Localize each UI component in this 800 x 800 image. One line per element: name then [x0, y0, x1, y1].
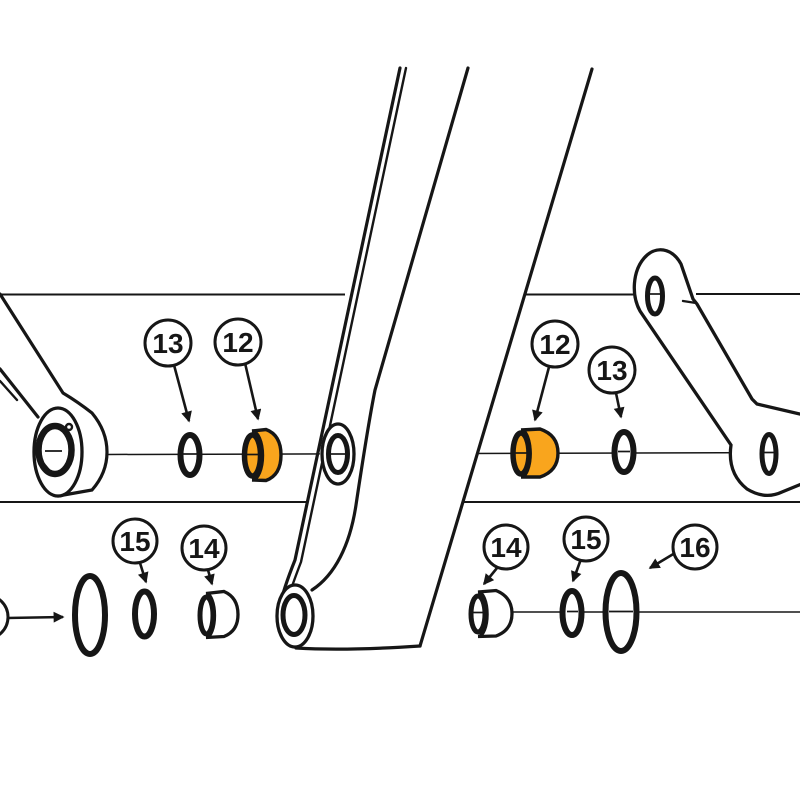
callout-circle[interactable]: [587, 345, 637, 395]
leader-12-upper-left: [243, 362, 262, 421]
callout-circle[interactable]: [530, 319, 580, 369]
callout-label: 12: [539, 329, 570, 360]
o-ring-15-left: [132, 588, 157, 640]
left-boss-bore-tick: [43, 463, 50, 471]
callout-label: 13: [596, 355, 627, 386]
callout-15-lower-right[interactable]: 15: [562, 515, 610, 583]
callout-circle[interactable]: [143, 318, 193, 368]
leader-13-upper-left: [172, 364, 192, 423]
callout-12-upper-left[interactable]: 12: [213, 317, 263, 421]
callout-15-lower-left[interactable]: 15: [111, 517, 159, 584]
callout-label: 14: [188, 533, 220, 564]
bushing-12-left-highlighted[interactable]: [241, 427, 283, 483]
boom-arm: [275, 66, 594, 651]
callout-circle[interactable]: [482, 523, 530, 571]
left-arm-top-edge: [0, 292, 109, 498]
left-link-arm: [0, 292, 109, 498]
leader-13-upper-right: [613, 392, 625, 419]
callout-circle[interactable]: [111, 517, 159, 565]
callout-label: 15: [119, 526, 150, 557]
callout-cropped-left-edge[interactable]: [0, 595, 65, 639]
left-arm-bottom-edge: [0, 367, 40, 419]
boom-fill: [280, 68, 592, 648]
leader-15-lower-right: [571, 558, 583, 583]
boom-bottom-edge: [294, 644, 422, 651]
right-link-upper-bore: [645, 275, 665, 317]
callout-circle[interactable]: [671, 523, 719, 571]
left-boss-bore-rim: [35, 422, 75, 478]
callout-circle[interactable]: [180, 524, 228, 572]
callout-circle[interactable]: [0, 595, 10, 639]
bushing-14-right-face: [468, 593, 488, 635]
bushing-14-left-face: [197, 594, 216, 637]
right-link-chamfer-edge: [681, 299, 698, 305]
callout-14-lower-left[interactable]: 14: [180, 524, 228, 586]
o-ring-15-right: [559, 588, 585, 638]
callout-13-upper-left[interactable]: 13: [143, 318, 193, 423]
right-link-lower-bore: [759, 432, 779, 476]
callout-13-upper-right[interactable]: 13: [587, 345, 637, 419]
o-ring-large-left: [72, 573, 108, 657]
bushing-14-left: [197, 589, 240, 640]
leader-15-lower-left: [137, 562, 149, 584]
leader-16-lower-right: [648, 551, 676, 570]
callout-label: 13: [152, 328, 183, 359]
callout-label: 14: [490, 532, 522, 563]
boom-lower-bore: [280, 593, 308, 637]
left-arm-inner-edge: [0, 379, 19, 402]
bushing-14-right: [468, 588, 514, 639]
leader-cropped-left: [6, 611, 65, 623]
boom-middle-edge: [310, 66, 470, 592]
callout-label: 12: [222, 327, 253, 358]
callout-12-upper-right[interactable]: 12: [530, 319, 580, 422]
o-ring-13-left: [177, 432, 203, 478]
callout-14-lower-right[interactable]: 14: [482, 523, 530, 586]
bushing-12-left-face: [241, 432, 264, 479]
callout-circle[interactable]: [562, 515, 610, 563]
callout-circle[interactable]: [213, 317, 263, 367]
callout-16-lower-right[interactable]: 16: [648, 523, 719, 571]
leader-14-lower-right: [482, 567, 499, 586]
boom-right-edge: [418, 67, 594, 648]
bushing-12-right-highlighted[interactable]: [510, 427, 560, 479]
grease-hole-icon: [64, 422, 74, 432]
leader-14-lower-left: [204, 569, 215, 586]
leader-12-upper-right: [532, 366, 551, 422]
callout-label: 16: [679, 532, 710, 563]
right-link-outline: [632, 248, 800, 497]
callout-label: 15: [570, 524, 601, 555]
right-link-arm: [632, 248, 800, 497]
